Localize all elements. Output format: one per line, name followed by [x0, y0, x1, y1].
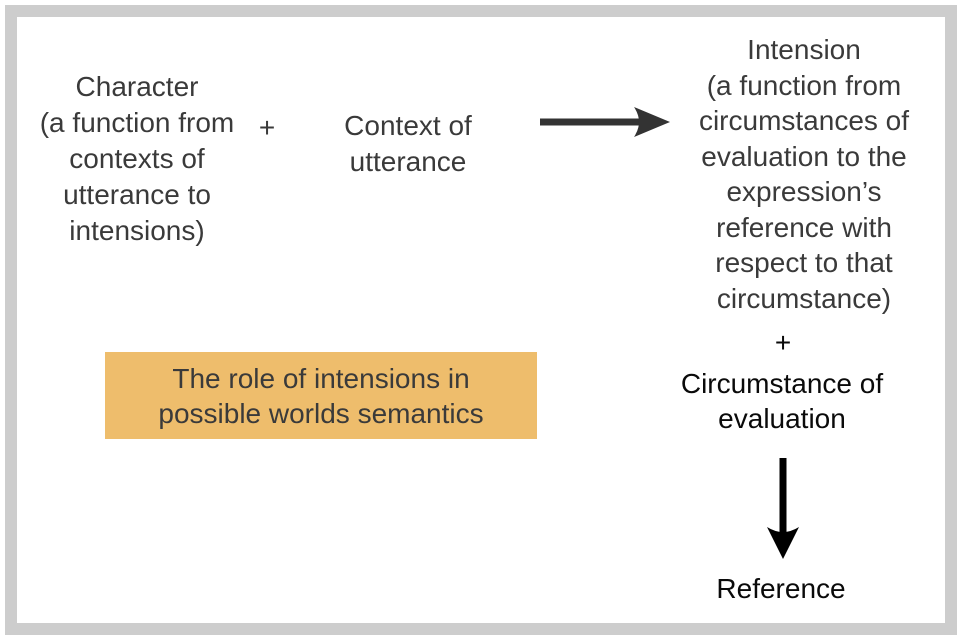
character-label: Character (a function from contexts of u… — [39, 71, 235, 246]
plus-sign-left: + — [258, 112, 276, 143]
diagram-frame — [5, 5, 957, 635]
plus-sign-right: + — [774, 327, 792, 358]
caption-box: The role of intensions in possible world… — [105, 352, 537, 439]
caption-label: The role of intensions in possible world… — [158, 362, 484, 429]
circumstance-of-evaluation-label: Circumstance of evaluation — [680, 368, 884, 434]
down-arrow-icon — [765, 458, 801, 565]
context-of-utterance-label: Context of utterance — [344, 110, 472, 177]
right-arrow-icon — [538, 106, 672, 143]
intension-label: Intension (a function from circumstances… — [698, 34, 910, 314]
reference-label: Reference — [716, 573, 846, 604]
